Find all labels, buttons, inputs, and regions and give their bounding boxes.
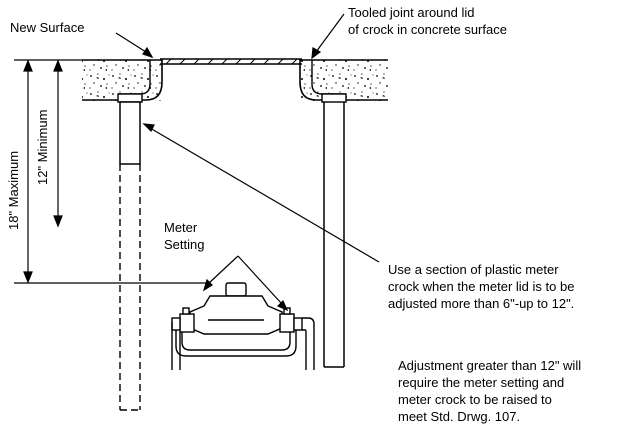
adjustment-note-line2: require the meter setting and (398, 375, 565, 390)
meter-setting-label-line1: Meter (164, 220, 198, 235)
tooled-joint-label-line2: of crock in concrete surface (348, 22, 507, 37)
meter-setting-label-line2: Setting (164, 237, 205, 252)
max-dimension-label: 18" Maximum (6, 150, 21, 230)
plastic-crock-note-line1: Use a section of plastic meter (388, 262, 559, 277)
tooled-joint-label-line1: Tooled joint around lid (348, 5, 475, 20)
dimension-lines (14, 59, 210, 284)
meter-lid (160, 58, 302, 65)
plastic-crock-section (119, 101, 141, 165)
adjustment-note-line3: meter crock to be raised to (398, 392, 552, 407)
meter-setting (171, 282, 315, 370)
adjustment-note-line1: Adjustment greater than 12" will (398, 358, 582, 373)
plastic-crock-note-line2: crock when the meter lid is to be (388, 279, 575, 294)
plastic-crock-note-line3: adjusted more than 6"-up to 12". (388, 296, 575, 311)
meter-crock-right-wall (323, 102, 345, 368)
min-dimension-label: 12" Minimum (35, 109, 50, 185)
adjustment-note-line4: meet Std. Drwg. 107. (398, 409, 521, 424)
leader-lines (115, 13, 380, 312)
crock-rim-left (117, 93, 143, 103)
meter-crock-left-wall (119, 164, 141, 411)
crock-rim-right (321, 93, 347, 103)
new-surface-label: New Surface (10, 20, 85, 35)
